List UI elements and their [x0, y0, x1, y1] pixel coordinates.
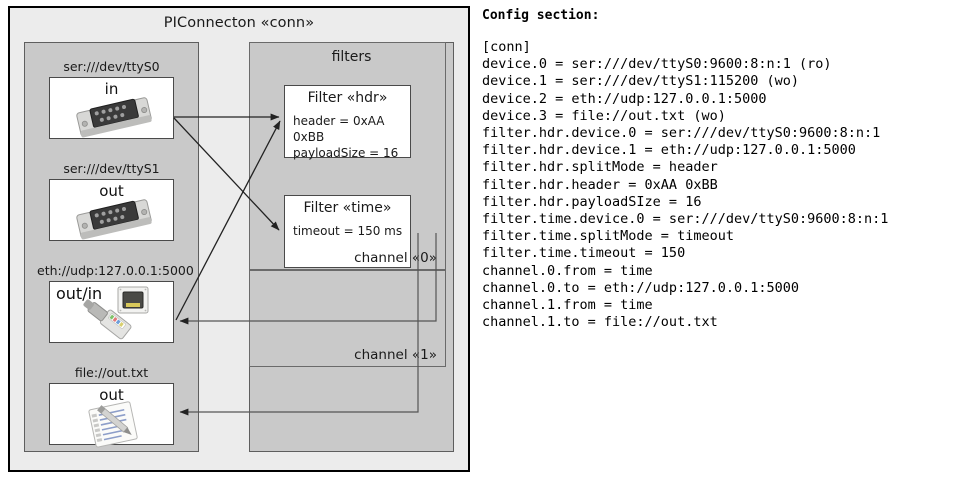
device-box[interactable]: out/in [49, 281, 174, 343]
device-node-file[interactable]: file://out.txt out [49, 365, 174, 448]
filters-panel: filters Filter «hdr» header = 0xAA 0xBB … [249, 42, 454, 452]
diagram-canvas: PIConnecton «conn» ser:///dev/ttyS0 in [8, 6, 470, 472]
config-section-text: [conn] device.0 = ser:///dev/ttyS0:9600:… [482, 39, 889, 331]
device-box[interactable]: in [49, 77, 174, 139]
config-section: Config section: [conn] device.0 = ser://… [482, 8, 958, 331]
channel-group-1[interactable]: channel «1» [249, 270, 446, 367]
config-section-heading: Config section: [482, 8, 600, 23]
device-direction-label: out/in [56, 284, 103, 303]
filter-title: Filter «hdr» [307, 90, 388, 106]
filter-properties: header = 0xAA 0xBB payloadSize = 16 [293, 113, 410, 161]
text-file-icon [88, 401, 138, 448]
serial-port-icon [76, 199, 152, 240]
device-label: ser:///dev/ttyS0 [63, 59, 160, 74]
device-direction-label: in [104, 80, 119, 98]
device-box[interactable]: out [49, 179, 174, 241]
device-node-ttys1[interactable]: ser:///dev/ttyS1 out [49, 161, 174, 241]
device-box[interactable]: out [49, 383, 174, 448]
devices-panel: ser:///dev/ttyS0 in [24, 42, 199, 452]
filter-box-hdr[interactable]: Filter «hdr» header = 0xAA 0xBB payloadS… [284, 85, 411, 161]
filters-panel-title: filters [331, 49, 372, 65]
channel-label: channel «1» [354, 347, 437, 363]
channel-group-0[interactable]: channel «0» [249, 42, 446, 270]
channel-label: channel «0» [354, 250, 437, 266]
ethernet-jack-icon [83, 286, 149, 340]
diagram-title: PIConnecton «conn» [163, 15, 315, 31]
device-label: ser:///dev/ttyS1 [63, 161, 160, 176]
filter-property: payloadSize = 16 [293, 146, 399, 160]
device-node-eth[interactable]: eth://udp:127.0.0.1:5000 out/in [37, 263, 194, 343]
device-label: eth://udp:127.0.0.1:5000 [37, 263, 194, 278]
serial-port-icon [76, 97, 152, 138]
filter-property: header = 0xAA 0xBB [293, 114, 385, 144]
device-label: file://out.txt [74, 365, 149, 380]
device-direction-label: out [99, 386, 124, 404]
device-direction-label: out [99, 182, 124, 200]
filter-title: Filter «time» [303, 200, 392, 216]
device-node-ttys0[interactable]: ser:///dev/ttyS0 in [49, 59, 174, 139]
